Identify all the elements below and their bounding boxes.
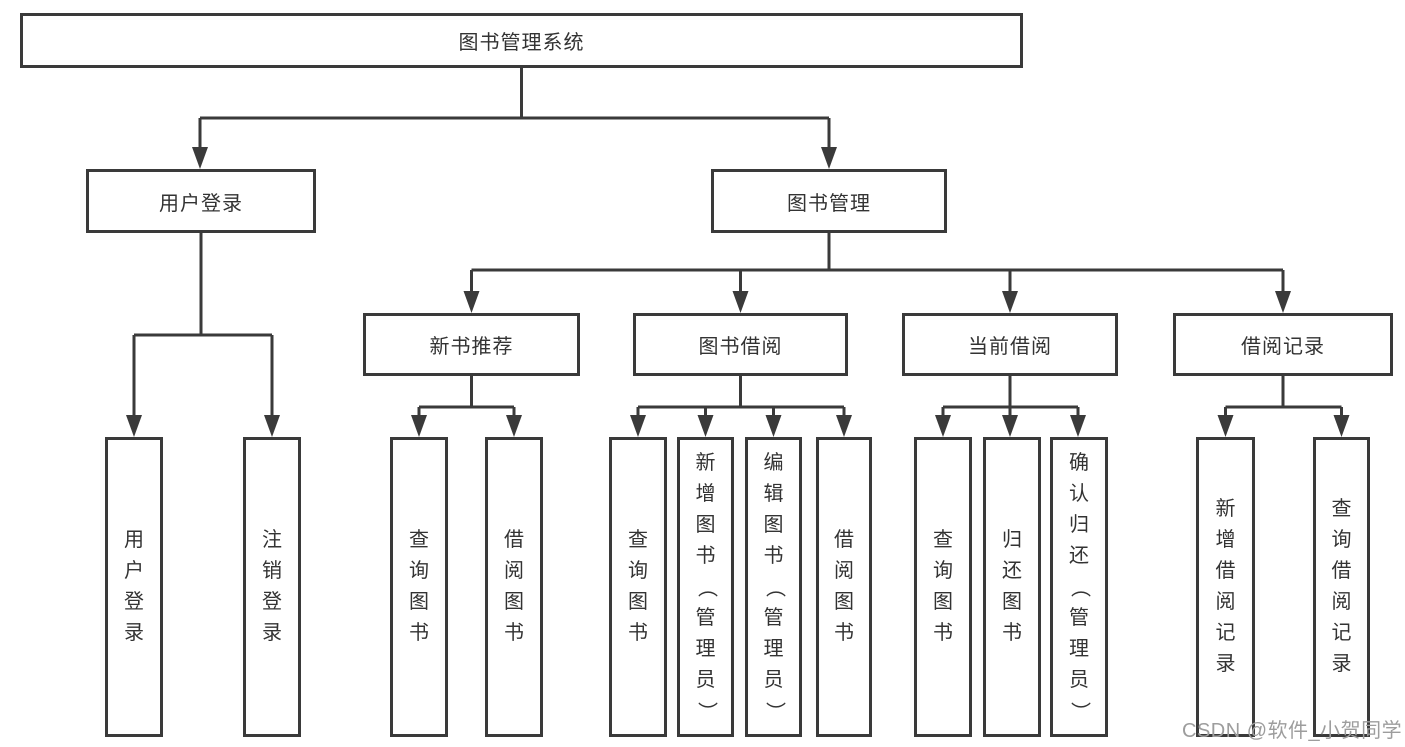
leaf-current-query-books: 查询图书 [914, 437, 972, 737]
arrowhead-icon [1217, 415, 1234, 437]
leaf-current-confirm-return-admin: 确认归还（管理员） [1050, 437, 1108, 737]
arrowhead-icon [1333, 415, 1350, 437]
arrowhead-icon [821, 147, 837, 169]
arrowhead-icon [732, 291, 749, 313]
leaf-recommend-query-books: 查询图书 [390, 437, 448, 737]
leaf-borrow-borrow-books: 借阅图书 [816, 437, 872, 737]
arrowhead-icon [1275, 291, 1291, 313]
arrowhead-icon [935, 415, 951, 437]
node-current-borrow: 当前借阅 [902, 313, 1118, 376]
node-user-login: 用户登录 [86, 169, 316, 233]
node-book-borrow: 图书借阅 [633, 313, 848, 376]
connector-book-mgmt-children [470, 230, 1285, 296]
arrowhead-icon [126, 415, 142, 437]
leaf-current-return-books: 归还图书 [983, 437, 1041, 737]
connector-user-login-children [132, 230, 274, 420]
node-book-management: 图书管理 [711, 169, 947, 233]
arrowheads [126, 147, 1350, 437]
leaf-records-query-record: 查询借阅记录 [1313, 437, 1370, 737]
leaf-records-add-record: 新增借阅记录 [1196, 437, 1255, 737]
connector-current-borrow-children [941, 373, 1080, 420]
arrowhead-icon [264, 415, 280, 437]
node-borrow-records: 借阅记录 [1173, 313, 1393, 376]
leaf-borrow-add-books-admin: 新增图书（管理员） [677, 437, 734, 737]
connector-root-to-level2 [198, 66, 831, 152]
arrowhead-icon [765, 415, 782, 437]
node-library-management-system: 图书管理系统 [20, 13, 1023, 68]
connector-borrow-records-children [1224, 373, 1343, 420]
arrowhead-icon [697, 415, 714, 437]
arrowhead-icon [1002, 415, 1018, 437]
leaf-recommend-borrow-books: 借阅图书 [485, 437, 543, 737]
connector-new-book-children [417, 373, 516, 420]
arrowhead-icon [836, 415, 852, 437]
node-new-book-recommend: 新书推荐 [363, 313, 580, 376]
arrowhead-icon [463, 291, 480, 313]
arrowhead-icon [192, 147, 208, 169]
csdn-watermark: CSDN @软件_小贺同学 [1182, 720, 1403, 742]
arrowhead-icon [1070, 415, 1086, 437]
leaf-user-login: 用户登录 [105, 437, 163, 737]
arrowhead-icon [1002, 291, 1018, 313]
connector-book-borrow-children [636, 373, 846, 420]
leaf-borrow-edit-books-admin: 编辑图书（管理员） [745, 437, 802, 737]
arrowhead-icon [411, 415, 427, 437]
arrowhead-icon [506, 415, 522, 437]
leaf-logout: 注销登录 [243, 437, 301, 737]
leaf-borrow-query-books: 查询图书 [609, 437, 667, 737]
arrowhead-icon [630, 415, 646, 437]
